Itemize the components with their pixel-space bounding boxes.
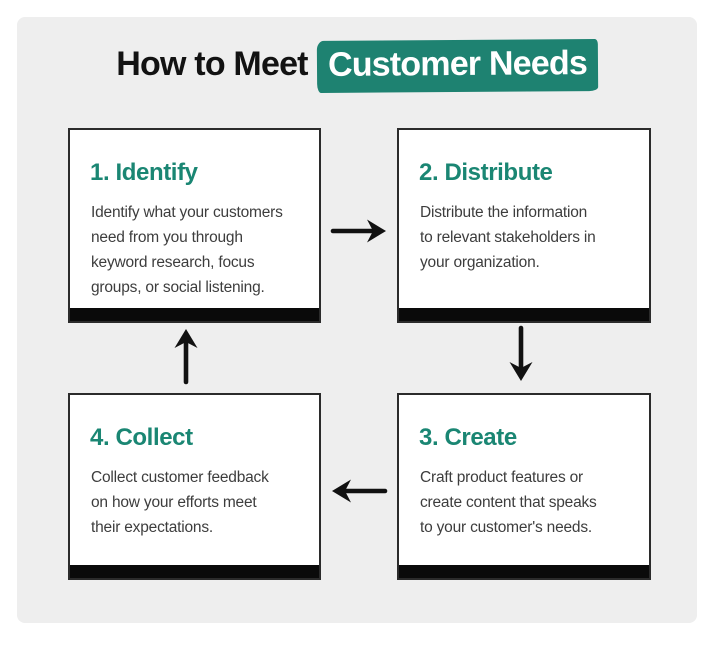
- step-box-collect: 4. Collect Collect customer feedback on …: [68, 393, 321, 580]
- arrow-create-to-collect-icon: [332, 479, 388, 503]
- step-bottom-bar: [70, 308, 319, 321]
- step-body-create: Craft product features or create content…: [420, 469, 597, 537]
- page-title: How to Meet Customer Needs: [17, 39, 697, 93]
- step-box-distribute: 2. Distribute Distribute the information…: [397, 128, 651, 323]
- step-bottom-bar: [70, 565, 319, 578]
- step-body-collect: Collect customer feedback on how your ef…: [91, 469, 269, 537]
- step-bottom-bar: [399, 308, 649, 321]
- arrow-distribute-to-create-icon: [509, 325, 533, 381]
- step-heading-identify: 1. Identify: [90, 159, 198, 186]
- arrow-identify-to-distribute-icon: [330, 219, 386, 243]
- step-heading-distribute: 2. Distribute: [419, 159, 553, 186]
- title-highlight-chip: Customer Needs: [316, 39, 598, 93]
- step-box-create: 3. Create Craft product features or crea…: [397, 393, 651, 580]
- step-bottom-bar: [399, 565, 649, 578]
- step-heading-collect: 4. Collect: [90, 424, 193, 451]
- step-heading-create: 3. Create: [419, 424, 517, 451]
- arrow-collect-to-identify-icon: [174, 329, 198, 385]
- step-body-distribute: Distribute the information to relevant s…: [420, 204, 596, 272]
- step-box-identify: 1. Identify Identify what your customers…: [68, 128, 321, 323]
- step-body-identify: Identify what your customers need from y…: [91, 204, 283, 297]
- title-plain-text: How to Meet: [116, 45, 308, 83]
